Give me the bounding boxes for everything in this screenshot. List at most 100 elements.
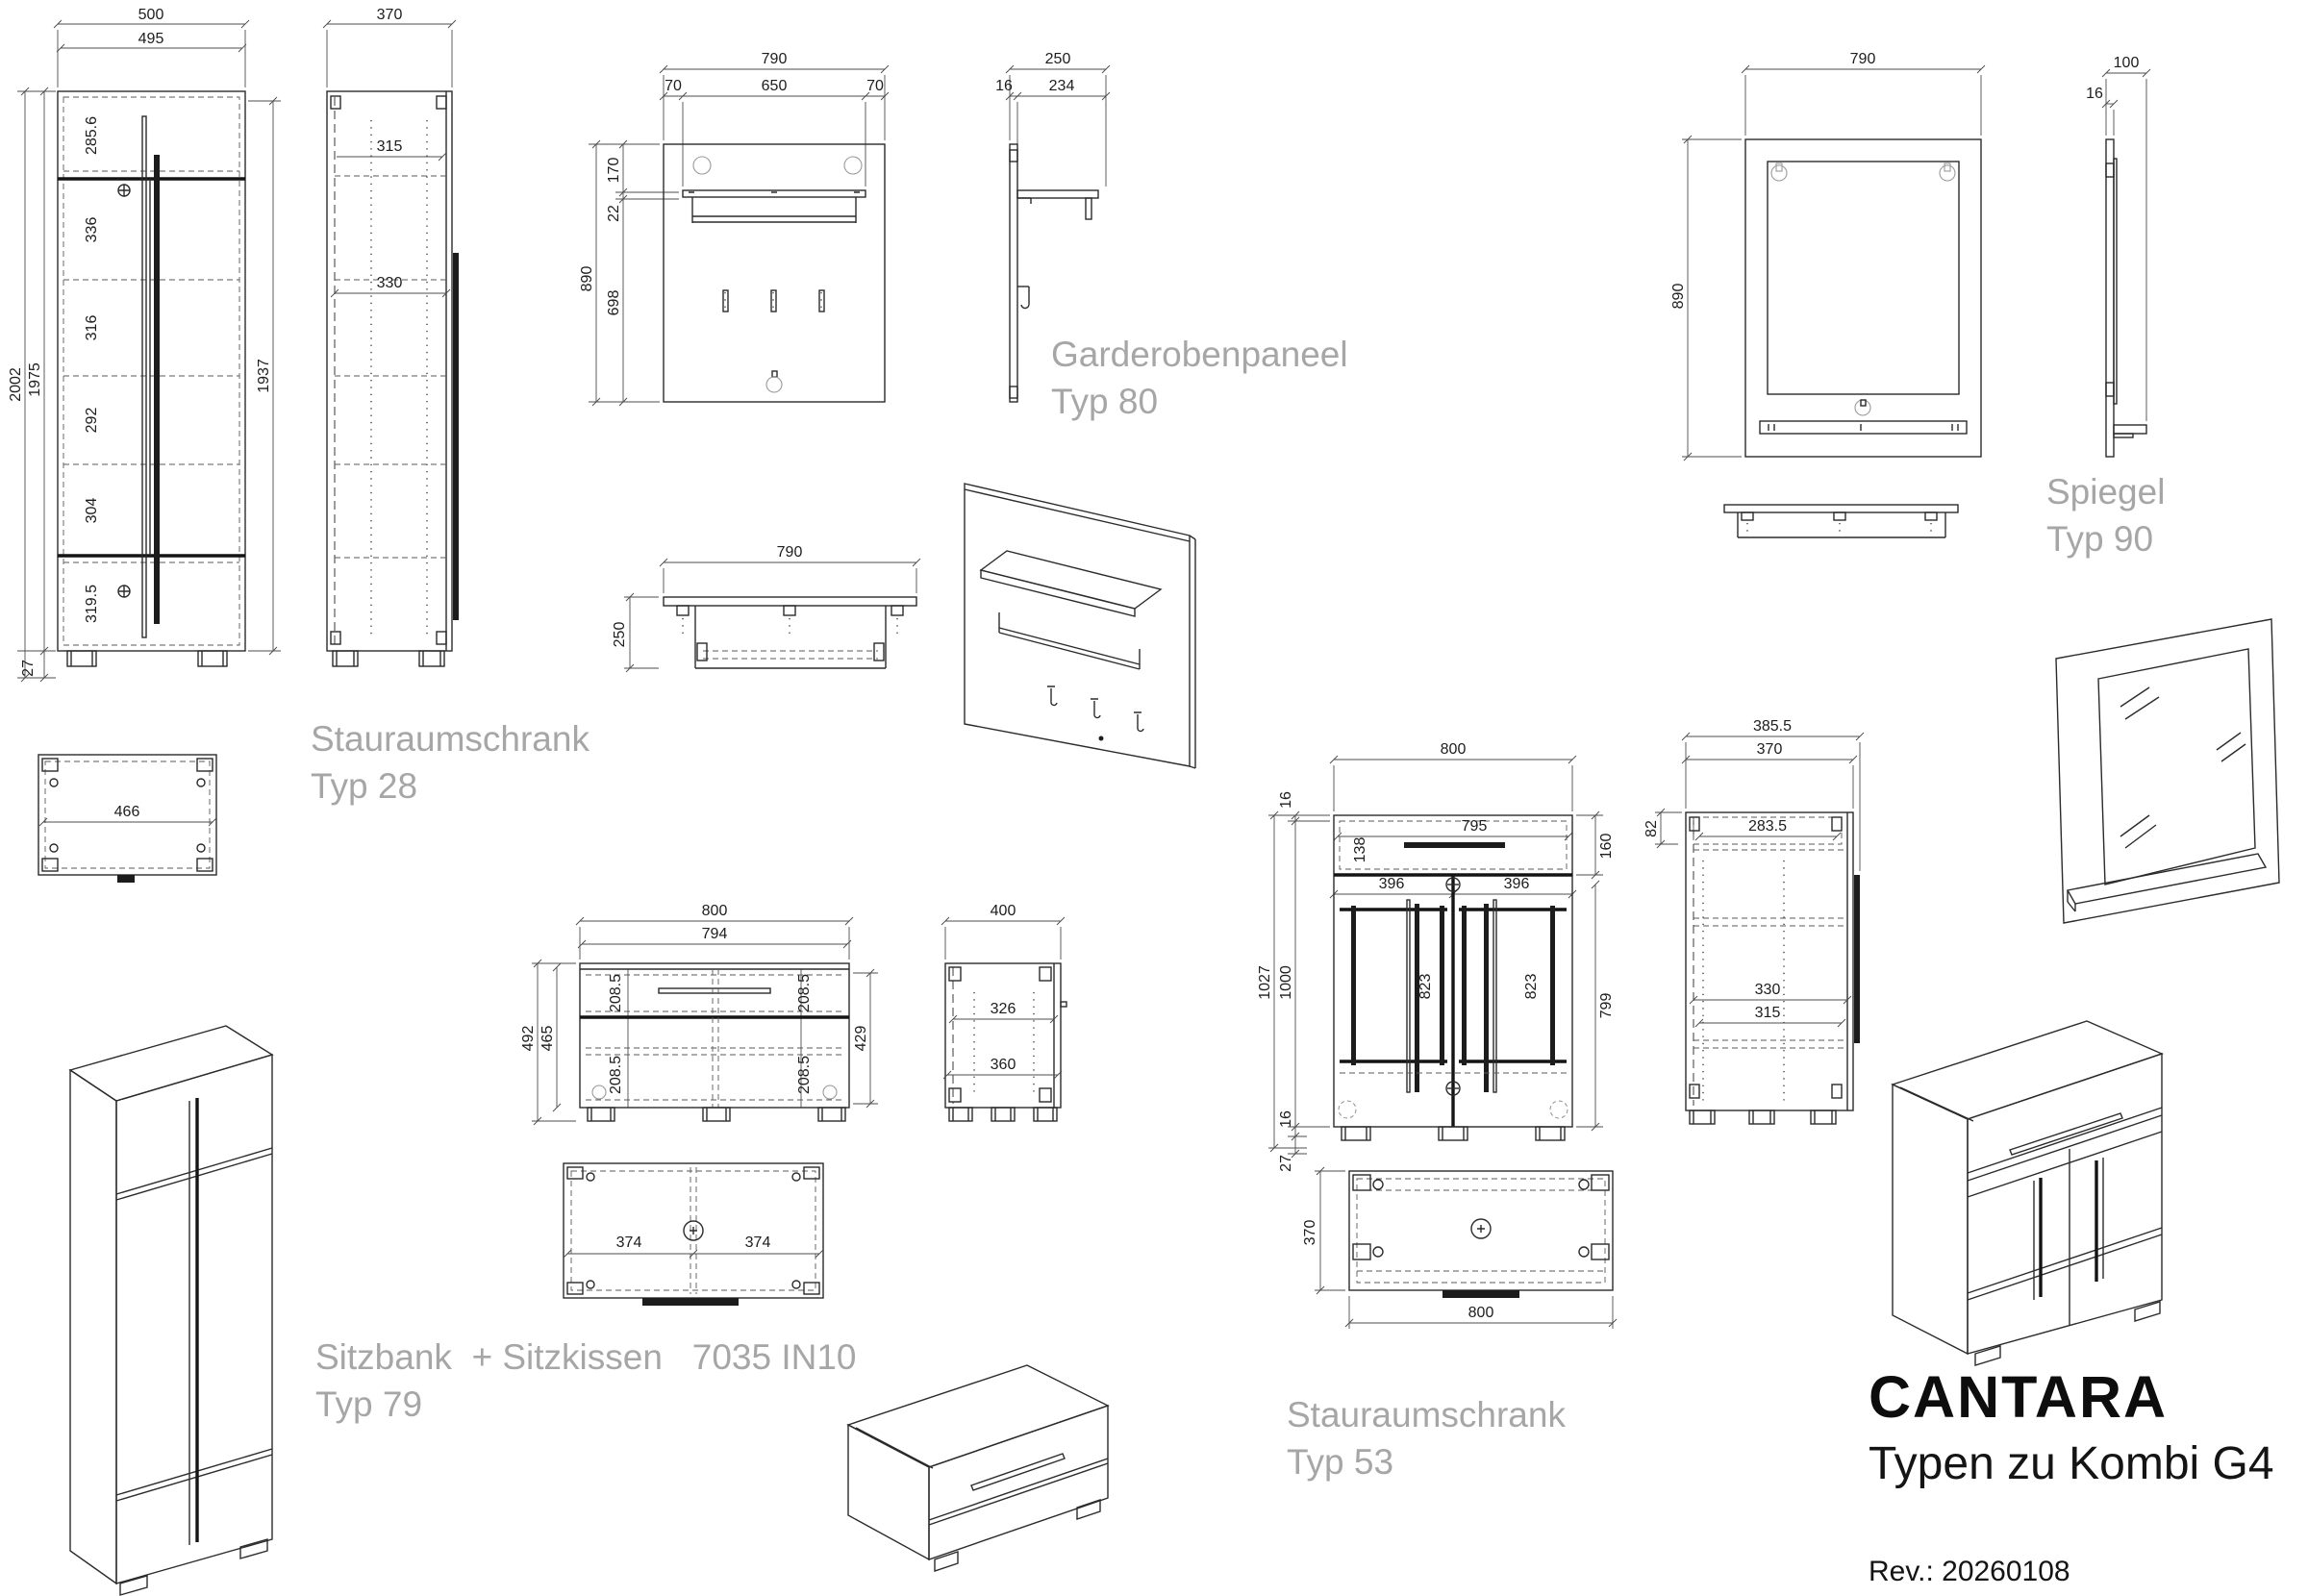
typ28-front-view: 500 495 2002 1975 1937 27 285.6 336 316 … <box>8 7 281 683</box>
dim-section-1: 285.6 <box>84 116 100 155</box>
dim-326: 326 <box>991 1001 1016 1017</box>
typ28-label-line2: Typ 28 <box>311 765 418 806</box>
dim-283-5: 283.5 <box>1748 818 1787 835</box>
typ53-perspective-view <box>1891 1020 2164 1366</box>
dim-800-bench: 800 <box>702 903 728 919</box>
typ79-side-view: 400 326 360 <box>941 903 1067 1122</box>
typ80-side-drawing <box>1005 64 1111 403</box>
dim-section-3: 316 <box>84 315 100 341</box>
typ53-front-view: 800 795 138 16 1027 1000 16 27 160 799 3… <box>1257 741 1615 1172</box>
typ53-perspective-drawing <box>1891 1020 2164 1366</box>
typ79-front-dimension-lines <box>532 916 878 1126</box>
sheet-revision: Rev.: 20260108 <box>1869 1556 2070 1587</box>
dim-1937: 1937 <box>256 359 272 393</box>
dim-370: 370 <box>377 7 403 23</box>
dim-400: 400 <box>991 903 1016 919</box>
typ28-top-view: 466 <box>38 754 217 883</box>
sheet-title: CANTARA <box>1869 1364 2169 1430</box>
typ53-side-view: 385.5 370 82 283.5 330 315 <box>1643 718 1865 1125</box>
dim-315: 315 <box>377 138 403 155</box>
dim-16: 16 <box>995 78 1013 94</box>
dim-250: 250 <box>1045 51 1071 67</box>
dim-370-typ53: 370 <box>1757 741 1783 758</box>
dim-208-2: 208.5 <box>796 974 813 1012</box>
dim-650: 650 <box>762 78 788 94</box>
typ80-perspective-drawing <box>964 483 1196 769</box>
dim-823-left: 823 <box>1417 974 1434 1000</box>
dim-396-right: 396 <box>1504 876 1530 892</box>
dim-396-left: 396 <box>1379 876 1405 892</box>
dim-250-top: 250 <box>612 622 628 648</box>
typ90-top-view <box>1723 504 1959 538</box>
dim-208-4: 208.5 <box>796 1056 813 1094</box>
typ53-front-cabinet <box>1333 814 1573 1141</box>
typ53-label-line1: Stauraumschrank <box>1287 1395 1566 1434</box>
dim-70-left: 70 <box>665 78 682 94</box>
dim-1000: 1000 <box>1278 965 1294 1000</box>
typ53-side-drawing <box>1655 732 1865 1125</box>
dim-27: 27 <box>20 660 37 677</box>
dim-790-top: 790 <box>777 544 803 561</box>
dim-1027: 1027 <box>1257 965 1273 1000</box>
typ79-label-line1: Sitzbank + Sitzkissen 7035 IN10 <box>315 1337 857 1377</box>
dim-16-bottom: 16 <box>1278 1110 1294 1128</box>
typ80-front-panel <box>663 143 886 403</box>
typ53-top-drawing <box>1315 1166 1618 1329</box>
typ28-front-dimension-lines <box>17 19 281 683</box>
dim-section-6: 319.5 <box>84 585 100 623</box>
typ80-top-drawing <box>624 558 921 673</box>
typ53-label-line2: Typ 53 <box>1287 1441 1394 1482</box>
typ90-label-line2: Typ 90 <box>2046 518 2154 559</box>
dim-800-typ53: 800 <box>1441 741 1467 758</box>
typ80-perspective-view <box>964 483 1196 769</box>
dim-823-right: 823 <box>1523 974 1540 1000</box>
typ90-top-drawing <box>1723 504 1959 538</box>
dim-799: 799 <box>1598 993 1615 1019</box>
dim-2002: 2002 <box>8 367 24 402</box>
dim-492: 492 <box>520 1026 537 1052</box>
dim-385-5: 385.5 <box>1753 718 1792 735</box>
typ79-front-view: 800 794 492 465 429 208.5 208.5 208.5 20… <box>520 903 878 1126</box>
typ28-side-view: 370 315 330 <box>322 7 459 667</box>
dim-466: 466 <box>114 804 140 820</box>
typ90-side-view: 100 16 <box>2086 55 2151 458</box>
sheet-subtitle: Typen zu Kombi G4 <box>1869 1438 2274 1489</box>
dim-800-top: 800 <box>1468 1305 1494 1321</box>
typ79-top-view: 374 374 <box>563 1162 824 1306</box>
typ80-top-view: 790 250 <box>612 544 921 673</box>
dim-790: 790 <box>762 51 788 67</box>
dim-790-mirror: 790 <box>1850 51 1876 67</box>
typ79-front-bench <box>579 962 850 1122</box>
dim-170: 170 <box>606 158 622 184</box>
dim-315-typ53: 315 <box>1755 1005 1781 1021</box>
dim-330-typ53: 330 <box>1755 982 1781 998</box>
dim-27-typ53: 27 <box>1278 1155 1294 1172</box>
typ53-front-dimension-lines <box>1268 755 1603 1159</box>
dim-374-left: 374 <box>616 1234 642 1251</box>
typ90-front-drawing <box>1682 64 1986 461</box>
typ90-perspective-view <box>2055 618 2280 924</box>
dim-795: 795 <box>1462 818 1488 835</box>
typ80-side-view: 250 16 234 <box>995 51 1111 403</box>
typ79-side-drawing <box>941 916 1067 1122</box>
typ80-label-line1: Garderobenpaneel <box>1051 335 1348 374</box>
typ79-top-drawing <box>563 1162 824 1306</box>
dim-465: 465 <box>539 1026 556 1052</box>
typ28-perspective-drawing <box>68 1025 274 1596</box>
typ28-perspective-view <box>68 1025 274 1596</box>
typ28-front-cabinet <box>57 90 246 667</box>
dim-330: 330 <box>377 275 403 291</box>
dim-234: 234 <box>1049 78 1075 94</box>
dim-429: 429 <box>853 1026 869 1052</box>
typ28-label-line1: Stauraumschrank <box>311 719 590 759</box>
dim-16-mirror: 16 <box>2086 86 2103 102</box>
dim-section-2: 336 <box>84 217 100 243</box>
dim-22: 22 <box>606 205 622 222</box>
dim-70-right: 70 <box>866 78 884 94</box>
dim-section-4: 292 <box>84 408 100 434</box>
typ90-side-drawing <box>2101 68 2151 458</box>
